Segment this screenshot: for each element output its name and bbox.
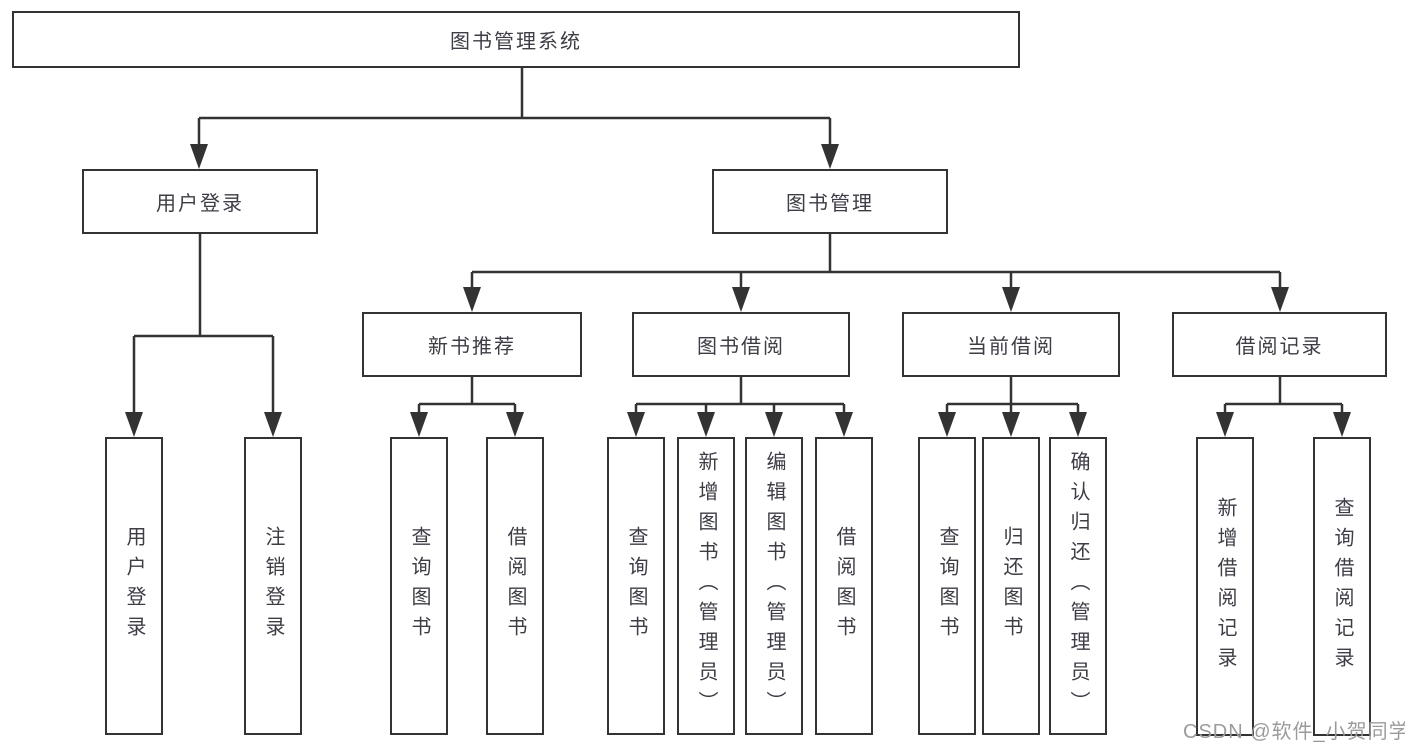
leaf-add-book-admin: 新增图书（管理员） — [677, 437, 735, 735]
connector-book-management-to-level3 — [463, 233, 1289, 312]
leaf-borrow-books-label: 借阅图书 — [833, 526, 855, 646]
node-root-system: 图书管理系统 — [12, 11, 1020, 68]
leaf-borrow-books-recommend-label: 借阅图书 — [504, 526, 526, 646]
connector-book-borrow-to-children — [627, 377, 853, 437]
leaf-user-login-label: 用户登录 — [123, 526, 145, 646]
node-user-login: 用户登录 — [82, 169, 318, 234]
leaf-confirm-return-admin-label: 确认归还（管理员） — [1067, 451, 1089, 721]
connector-user-login-to-children — [125, 233, 282, 437]
leaf-return-book-label: 归还图书 — [1000, 526, 1022, 646]
node-book-borrow-label: 图书借阅 — [697, 336, 785, 358]
leaf-add-borrow-record: 新增借阅记录 — [1196, 437, 1254, 736]
leaf-user-login: 用户登录 — [105, 437, 163, 735]
leaf-confirm-return-admin: 确认归还（管理员） — [1049, 437, 1107, 735]
csdn-watermark: CSDN @软件_小贺同学 — [1183, 721, 1405, 743]
leaf-logout-label: 注销登录 — [262, 526, 284, 646]
leaf-edit-book-admin-label: 编辑图书（管理员） — [763, 451, 785, 721]
node-current-borrow: 当前借阅 — [902, 312, 1120, 377]
node-book-management: 图书管理 — [712, 169, 948, 234]
node-new-book-recommend: 新书推荐 — [362, 312, 582, 377]
node-book-management-label: 图书管理 — [786, 193, 874, 215]
connector-borrow-records-to-children — [1216, 377, 1351, 437]
leaf-query-books-recommend-label: 查询图书 — [408, 526, 430, 646]
leaf-query-borrow-record-label: 查询借阅记录 — [1331, 496, 1353, 677]
leaf-query-books-current: 查询图书 — [918, 437, 976, 735]
leaf-query-borrow-record: 查询借阅记录 — [1313, 437, 1371, 736]
connector-root-to-level2 — [190, 67, 839, 169]
node-borrow-records-label: 借阅记录 — [1235, 336, 1324, 358]
node-current-borrow-label: 当前借阅 — [967, 336, 1055, 358]
leaf-add-borrow-record-label: 新增借阅记录 — [1214, 496, 1236, 677]
leaf-add-book-admin-label: 新增图书（管理员） — [695, 451, 717, 721]
leaf-borrow-books: 借阅图书 — [815, 437, 873, 735]
leaf-query-books-borrow: 查询图书 — [607, 437, 665, 735]
node-borrow-records: 借阅记录 — [1172, 312, 1387, 377]
leaf-query-books-borrow-label: 查询图书 — [625, 526, 647, 646]
node-user-login-label: 用户登录 — [156, 193, 244, 215]
node-new-book-recommend-label: 新书推荐 — [428, 336, 516, 358]
leaf-return-book: 归还图书 — [982, 437, 1040, 735]
leaf-logout: 注销登录 — [244, 437, 302, 735]
connector-new-book-recommend-to-children — [410, 377, 524, 437]
connector-current-borrow-to-children — [938, 377, 1087, 437]
node-book-borrow: 图书借阅 — [632, 312, 850, 377]
leaf-borrow-books-recommend: 借阅图书 — [486, 437, 544, 735]
leaf-query-books-recommend: 查询图书 — [390, 437, 448, 735]
leaf-query-books-current-label: 查询图书 — [936, 526, 958, 646]
node-root-system-label: 图书管理系统 — [450, 31, 582, 53]
leaf-edit-book-admin: 编辑图书（管理员） — [745, 437, 803, 735]
